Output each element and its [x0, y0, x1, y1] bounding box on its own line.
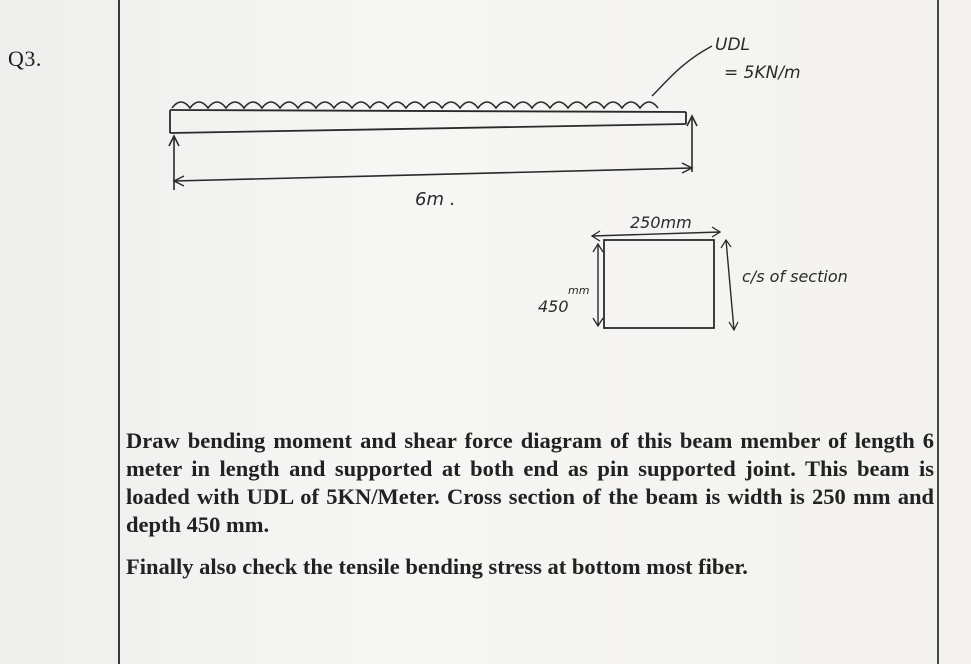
width-label: 250mm	[630, 213, 692, 232]
span-dimension-line	[173, 167, 693, 182]
depth-label: 450	[538, 297, 569, 316]
udl-label: UDL	[715, 35, 750, 55]
udl-value: = 5KN/m	[724, 63, 801, 83]
beam-top-edge	[169, 109, 687, 113]
width-dimension-line	[591, 231, 721, 237]
udl-pointer-line	[651, 45, 713, 97]
question-number: Q3.	[8, 46, 42, 71]
frame-right-border	[937, 0, 939, 664]
section-bracket-line	[725, 239, 735, 331]
section-label: c/s of section	[742, 267, 848, 286]
beam-sketch: UDL = 5KN/m 6m . 250mm 450 mm c/s of sec…	[168, 35, 848, 332]
problem-statement: Draw bending moment and shear force diag…	[126, 427, 934, 581]
problem-paragraph-2: Finally also check the tensile bending s…	[126, 554, 748, 579]
problem-paragraph-1: Draw bending moment and shear force diag…	[126, 428, 934, 537]
depth-unit: mm	[568, 284, 589, 297]
beam-bottom-edge	[169, 123, 687, 134]
udl-load-waves	[171, 101, 659, 110]
frame-left-border	[118, 0, 120, 664]
cross-section-rect	[603, 239, 715, 329]
span-label: 6m .	[415, 189, 455, 210]
